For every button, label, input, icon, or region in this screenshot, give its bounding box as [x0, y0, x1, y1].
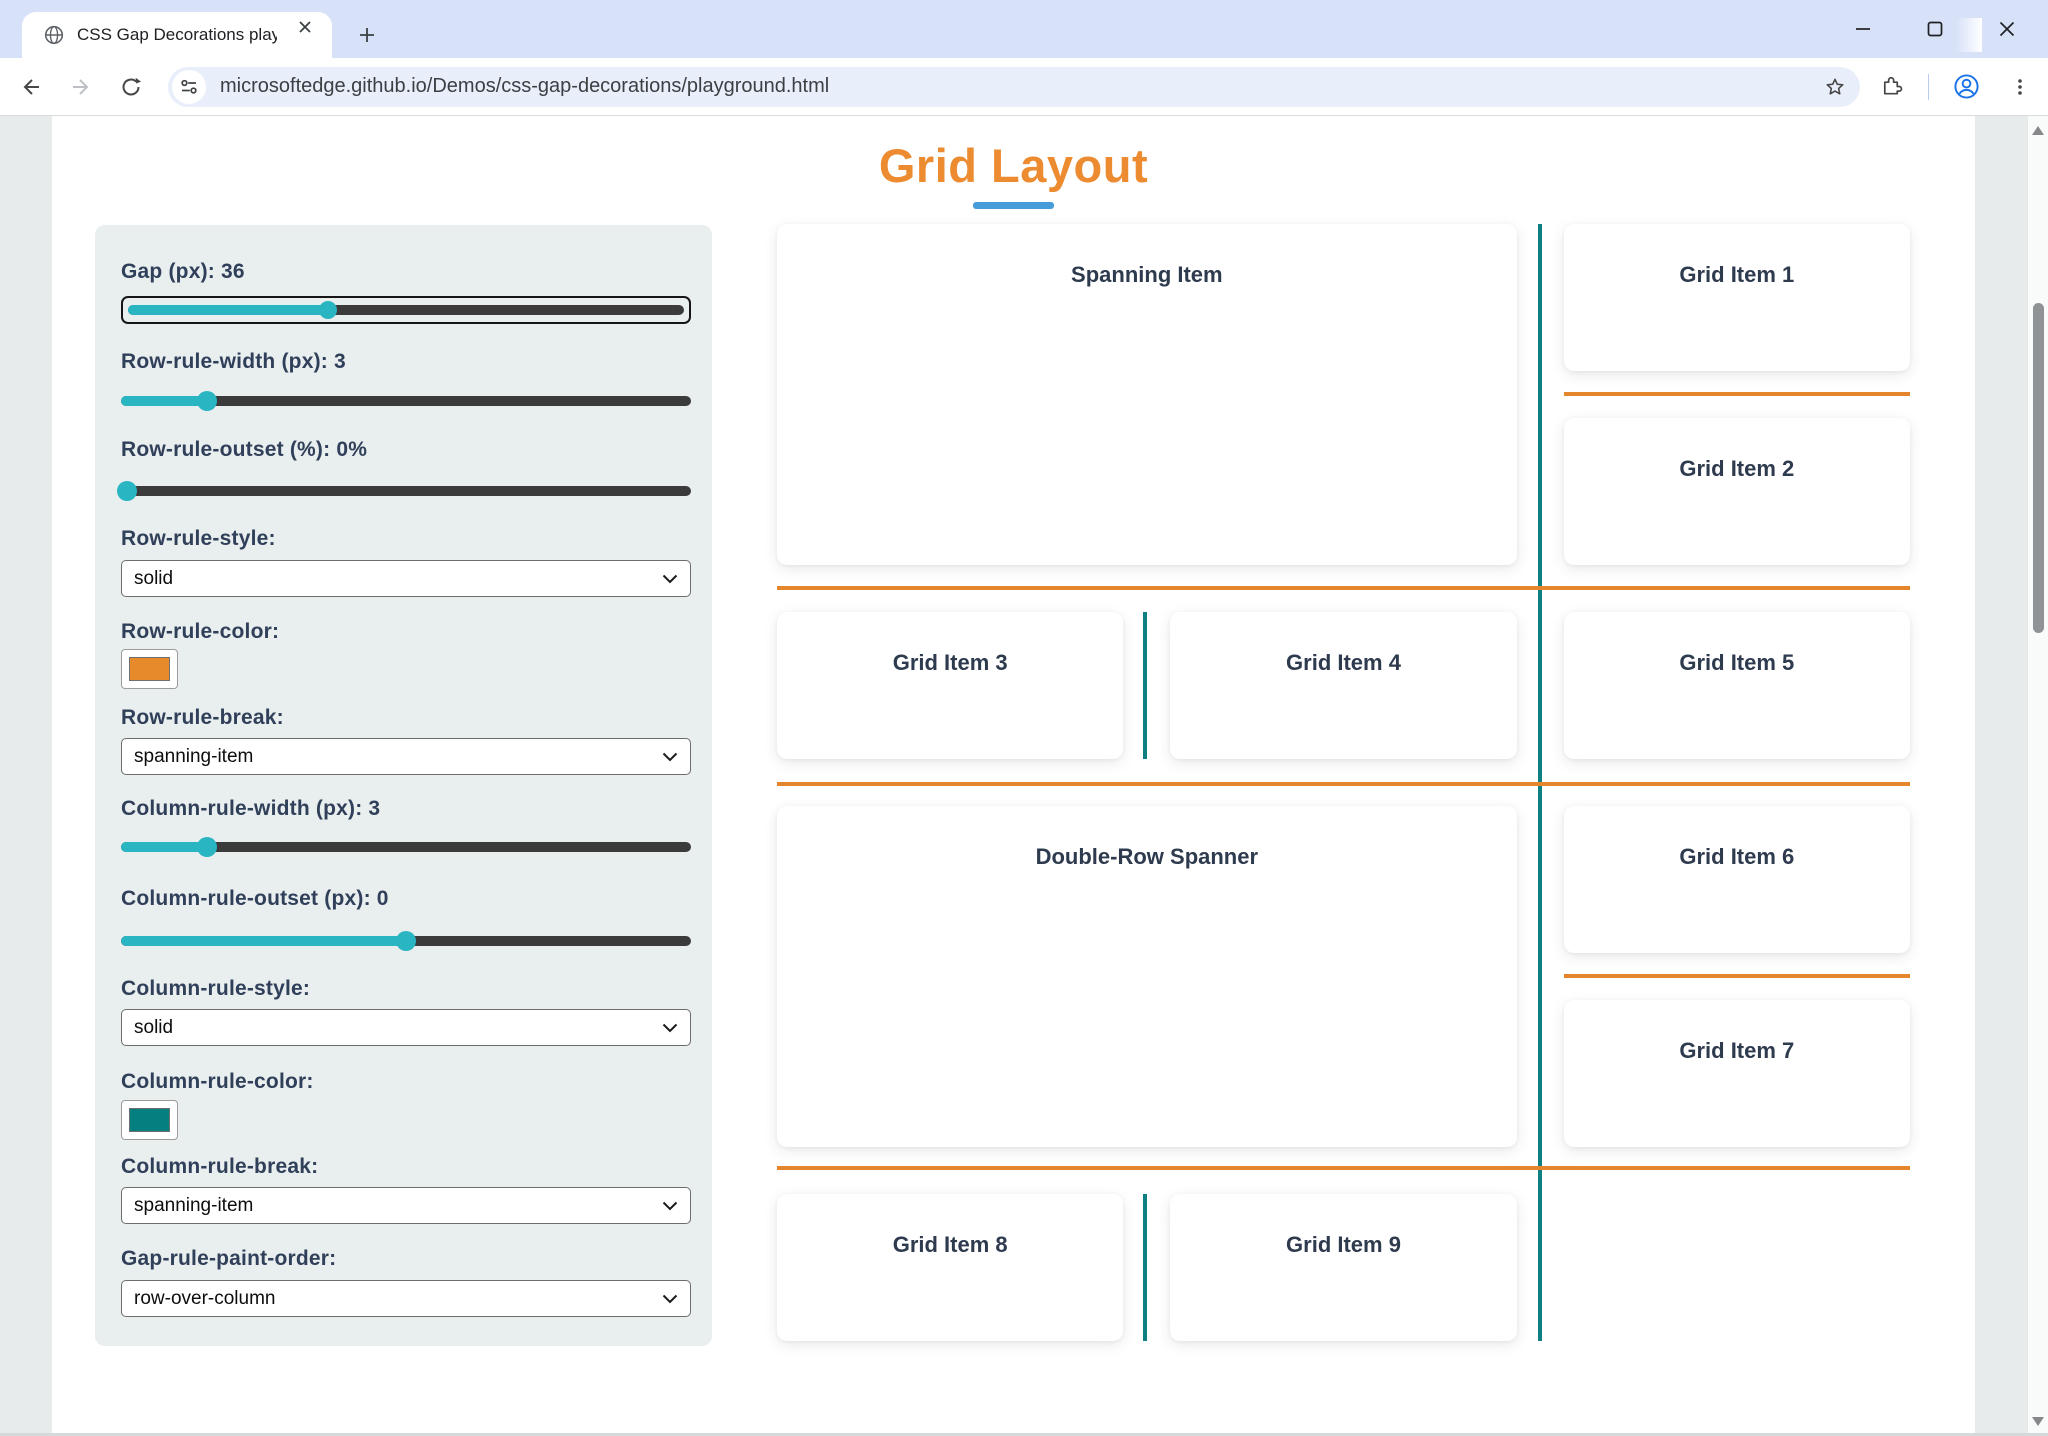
- row-rule-full-3: [777, 1166, 1910, 1170]
- chevron-down-icon: [662, 1201, 678, 1210]
- column-rule-outset-label: Column-rule-outset (px): 0: [121, 887, 389, 910]
- grid-card-6: Grid Item 6: [1563, 806, 1910, 953]
- controls-panel: Gap (px): 36 Row-rule-width (px): 3 Row-…: [95, 225, 712, 1346]
- color-swatch: [129, 657, 170, 681]
- row-rule-full-1: [777, 586, 1910, 590]
- row-rule-break-label: Row-rule-break:: [121, 706, 284, 729]
- row-rule-color-picker[interactable]: [121, 649, 178, 689]
- tune-icon: [181, 79, 197, 94]
- column-rule-break-label: Column-rule-break:: [121, 1155, 319, 1178]
- slider-fill: [128, 305, 329, 315]
- row-rule-outset-slider[interactable]: [116, 481, 691, 501]
- gap-rule-paint-order-select[interactable]: row-over-column: [121, 1280, 691, 1317]
- column-rule-width-slider[interactable]: [121, 837, 691, 857]
- slider-fill: [121, 396, 207, 406]
- grid-card-8: Grid Item 8: [777, 1194, 1124, 1341]
- chevron-down-icon: [662, 1294, 678, 1303]
- slider-thumb[interactable]: [196, 391, 217, 411]
- window-controls: [1846, 0, 2034, 58]
- column-rule-outset-slider[interactable]: [121, 931, 691, 951]
- row-rule-width-slider[interactable]: [121, 391, 691, 411]
- forward-icon[interactable]: [64, 70, 98, 104]
- browser-tab[interactable]: CSS Gap Decorations playgroun: [22, 12, 332, 58]
- row-rule-color-label: Row-rule-color:: [121, 620, 280, 643]
- chevron-down-icon: [662, 752, 678, 761]
- slider-fill: [121, 936, 406, 946]
- chevron-down-icon: [662, 1023, 678, 1032]
- grid-card-double-row-spanner: Double-Row Spanner: [777, 806, 1517, 1147]
- row-rule-break-select[interactable]: spanning-item: [121, 738, 691, 775]
- slider-thumb[interactable]: [319, 301, 338, 319]
- slider-thumb[interactable]: [116, 481, 137, 501]
- toolbar-divider: [1928, 73, 1929, 100]
- color-swatch: [129, 1108, 170, 1132]
- menu-kebab-icon[interactable]: [2003, 70, 2037, 104]
- address-bar[interactable]: microsoftedge.github.io/Demos/css-gap-de…: [168, 66, 1860, 107]
- slider-thumb[interactable]: [196, 837, 217, 857]
- page-viewport: Grid Layout Gap (px): 36 Row-rule-width …: [0, 116, 2048, 1436]
- column-rule-width-label: Column-rule-width (px): 3: [121, 797, 381, 820]
- grid-card-1: Grid Item 1: [1563, 224, 1910, 371]
- profile-icon[interactable]: [1949, 70, 1983, 104]
- window-bottom-edge: [0, 1433, 2048, 1436]
- title-underline: [973, 202, 1054, 209]
- column-rule-color-label: Column-rule-color:: [121, 1070, 314, 1093]
- new-tab-button[interactable]: [352, 20, 382, 50]
- bookmark-star-icon[interactable]: [1818, 70, 1852, 104]
- grid-card-3: Grid Item 3: [777, 612, 1124, 759]
- row-rule-width-label: Row-rule-width (px): 3: [121, 350, 346, 373]
- minimize-button[interactable]: [1846, 12, 1880, 46]
- grid-card-spanning-item: Spanning Item: [777, 224, 1517, 565]
- close-window-button[interactable]: [1990, 12, 2024, 46]
- grid-card-5: Grid Item 5: [1563, 612, 1910, 759]
- chevron-down-icon: [662, 574, 678, 583]
- grid-card-9: Grid Item 9: [1170, 1194, 1517, 1341]
- maximize-button[interactable]: [1918, 12, 1952, 46]
- grid-card-7: Grid Item 7: [1563, 1000, 1910, 1147]
- column-rule-break-select[interactable]: spanning-item: [121, 1187, 691, 1224]
- tab-strip: CSS Gap Decorations playgroun: [0, 0, 2048, 58]
- column-rule-color-picker[interactable]: [121, 1100, 178, 1140]
- column-rule-style-select[interactable]: solid: [121, 1009, 691, 1046]
- page-content: Grid Layout Gap (px): 36 Row-rule-width …: [52, 116, 1975, 1436]
- tab-title: CSS Gap Decorations playgroun: [77, 25, 277, 44]
- scrollbar-thumb[interactable]: [2033, 303, 2044, 633]
- gap-label: Gap (px): 36: [121, 260, 245, 283]
- globe-favicon-icon: [44, 25, 64, 45]
- gap-slider[interactable]: [121, 296, 691, 324]
- site-info-chip[interactable]: [172, 69, 206, 104]
- scroll-up-icon[interactable]: [2032, 126, 2044, 135]
- column-rule-segment-row3: [1143, 612, 1147, 759]
- row-rule-style-label: Row-rule-style:: [121, 527, 276, 550]
- row-rule-style-select[interactable]: solid: [121, 560, 691, 597]
- row-rule-outset-label: Row-rule-outset (%): 0%: [121, 438, 368, 461]
- column-rule-style-label: Column-rule-style:: [121, 977, 311, 1000]
- reload-icon[interactable]: [114, 70, 148, 104]
- tab-close-icon[interactable]: [292, 14, 318, 40]
- demo-grid: Spanning Item Grid Item 1 Grid Item 2 Gr…: [777, 224, 1910, 1341]
- gap-rule-paint-order-label: Gap-rule-paint-order:: [121, 1247, 337, 1270]
- url-text[interactable]: microsoftedge.github.io/Demos/css-gap-de…: [220, 75, 830, 97]
- row-rule-segment-1: [1564, 392, 1910, 396]
- browser-toolbar: microsoftedge.github.io/Demos/css-gap-de…: [0, 58, 2048, 116]
- toolbar-right: [1874, 70, 2037, 104]
- slider-fill: [121, 842, 207, 852]
- vertical-scrollbar[interactable]: [2027, 116, 2048, 1436]
- row-rule-full-2: [777, 782, 1910, 786]
- slider-thumb[interactable]: [396, 931, 416, 951]
- extensions-puzzle-icon[interactable]: [1874, 70, 1908, 104]
- row-rule-segment-2: [1564, 974, 1910, 978]
- grid-card-4: Grid Item 4: [1170, 612, 1517, 759]
- back-icon[interactable]: [14, 70, 48, 104]
- grid-card-2: Grid Item 2: [1563, 418, 1910, 565]
- page-title: Grid Layout: [878, 139, 1149, 192]
- scroll-down-icon[interactable]: [2032, 1417, 2044, 1426]
- tab-title-fade: [1956, 18, 1982, 52]
- column-rule-segment-row6: [1143, 1194, 1147, 1341]
